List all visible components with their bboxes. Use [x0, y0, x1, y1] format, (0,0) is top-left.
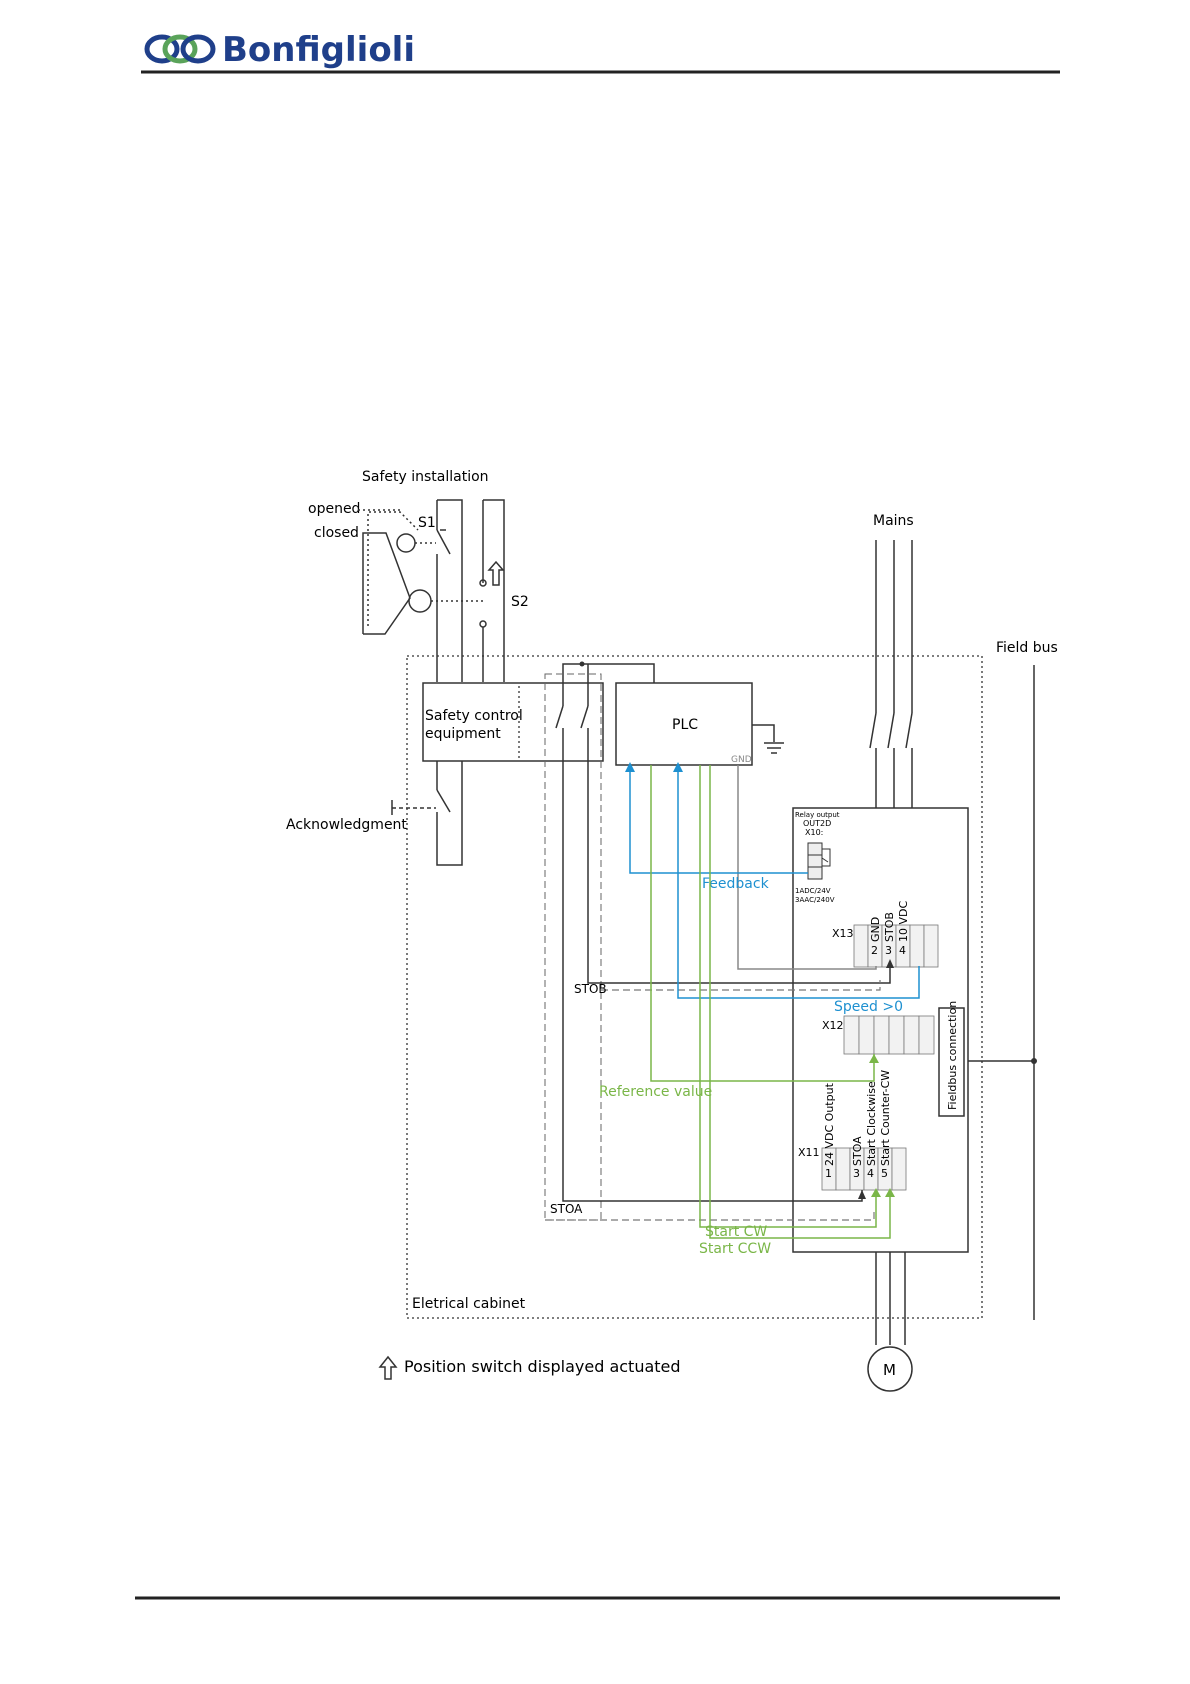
- x13-terminal-strip: [853, 924, 939, 968]
- fieldbus-connection-box: [938, 1007, 965, 1117]
- label-x11-24vdc: 24 VDC Output: [823, 1082, 836, 1166]
- label-x12: X12: [822, 1019, 844, 1032]
- label-x13-n3: 3: [885, 944, 892, 957]
- label-relay-output: Relay output: [795, 811, 840, 819]
- label-x11: X11: [798, 1146, 820, 1159]
- label-safety-control-line1: Safety control: [425, 708, 523, 724]
- label-safety-control-line2: equipment: [425, 726, 501, 742]
- chain-links-icon: [144, 34, 216, 64]
- speed-arrow-plc-icon: [673, 762, 683, 772]
- label-feedback: Feedback: [702, 876, 770, 892]
- label-fieldbus-connection: Fieldbus connection: [946, 1001, 959, 1110]
- label-x11-n5: 5: [881, 1167, 888, 1180]
- safety-control-box: [422, 682, 604, 762]
- label-x13: X13: [832, 927, 854, 940]
- x12-terminal-strip: [843, 1015, 935, 1055]
- brand-name: Bonfiglioli: [222, 30, 415, 70]
- label-relay-rating2: 3AAC/240V: [795, 896, 835, 904]
- stob-arrow-icon: [886, 959, 894, 968]
- label-x13-stob: STOB: [883, 912, 896, 942]
- label-electrical-cabinet: Eletrical cabinet: [412, 1296, 526, 1312]
- s2-actuated-arrow-icon: [487, 560, 505, 586]
- label-reference-value: Reference value: [599, 1084, 712, 1100]
- label-x11-ccw: Start Counter-CW: [879, 1070, 892, 1166]
- feedback-arrow-plc-icon: [625, 762, 635, 772]
- label-start-cw: Start CW: [705, 1224, 767, 1240]
- label-stob: STOB: [574, 982, 607, 996]
- brand-logo: Bonfiglioli: [144, 30, 415, 70]
- label-relay-rating1: 1ADC/24V: [795, 887, 831, 895]
- green-control-wires: [650, 765, 891, 1239]
- legend-arrow-icon: [378, 1355, 398, 1380]
- label-plc: PLC: [672, 717, 698, 733]
- label-x11-n1: 1: [825, 1167, 832, 1180]
- label-motor: M: [883, 1361, 896, 1379]
- label-start-ccw: Start CCW: [699, 1241, 771, 1257]
- label-x13-n4: 4: [899, 944, 906, 957]
- label-acknowledgment: Acknowledgment: [286, 817, 407, 833]
- label-x11-n3: 3: [853, 1167, 860, 1180]
- electrical-cabinet-frame: [406, 655, 983, 1319]
- label-safety-installation: Safety installation: [362, 469, 489, 485]
- label-field-bus: Field bus: [996, 640, 1058, 656]
- motor-symbol: [867, 1346, 913, 1392]
- legend-text: Position switch displayed actuated: [404, 1357, 681, 1376]
- ground-icon: [752, 724, 784, 754]
- label-opened: opened: [308, 501, 360, 517]
- relay-x10-terminal: [807, 842, 831, 880]
- stob-wires: [587, 761, 891, 991]
- label-x13-10vdc: 10 VDC: [897, 901, 910, 942]
- motor-wires: [875, 1252, 906, 1345]
- label-s2: S2: [511, 594, 529, 610]
- label-x13-gnd: GND: [869, 917, 882, 942]
- label-x11-n4: 4: [867, 1167, 874, 1180]
- start-ccw-arrow-icon: [885, 1188, 895, 1197]
- guard-door: [358, 509, 483, 635]
- mains-lines: [869, 540, 913, 808]
- label-stoa: STOA: [550, 1202, 583, 1216]
- field-bus-junction: [1031, 1058, 1037, 1064]
- label-x10: X10:: [805, 828, 823, 837]
- label-mains: Mains: [873, 513, 914, 529]
- plc-box: [615, 682, 753, 766]
- label-closed: closed: [314, 525, 359, 541]
- feedback-wires: [629, 770, 920, 999]
- safety-relay-contacts: [555, 663, 655, 761]
- label-x13-n2: 2: [871, 944, 878, 957]
- safety-circuit-wires: [391, 499, 505, 866]
- label-plc-gnd: GND: [731, 755, 752, 765]
- stoa-arrow-icon: [858, 1190, 866, 1199]
- start-cw-arrow-icon: [871, 1188, 881, 1197]
- label-out2d: OUT2D: [803, 819, 831, 828]
- label-s1: S1: [418, 515, 436, 531]
- reference-arrow-icon: [869, 1054, 879, 1063]
- label-x11-cw: Start Clockwise: [865, 1081, 878, 1166]
- label-x11-stoa: STOA: [851, 1136, 864, 1166]
- label-speed: Speed >0: [834, 999, 903, 1015]
- x11-terminal-strip: [821, 1147, 907, 1191]
